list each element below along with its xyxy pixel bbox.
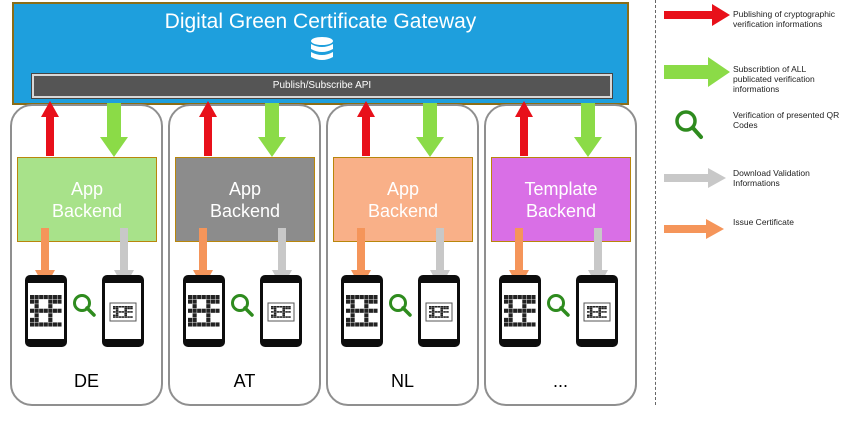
- verify-magnifier-nl: [389, 294, 407, 312]
- scan-frame-icon: [425, 302, 453, 322]
- download-arrow-nl: [430, 228, 450, 288]
- legend-gray-arrow-icon: [664, 168, 726, 188]
- legend-red-arrow-icon: [664, 4, 730, 26]
- issue-arrow-at: [193, 228, 213, 288]
- gateway-title: Digital Green Certificate Gateway: [164, 10, 477, 33]
- country-label-de: DE: [73, 371, 99, 391]
- subscribe-arrow-at: [258, 103, 286, 157]
- download-arrow-at: [272, 228, 292, 288]
- backend-label-line1: App: [386, 178, 420, 199]
- country-label-at: AT: [233, 371, 256, 391]
- country-panel-nl: [326, 104, 479, 406]
- legend-green-arrow-icon: [664, 57, 730, 87]
- legend-text-publishing: Publishing of cryptographic verification…: [733, 9, 836, 29]
- gateway-box: Digital Green Certificate Gateway Publis…: [12, 2, 629, 105]
- verify-magnifier-at: [231, 294, 249, 312]
- verify-magnifier-de: [73, 294, 91, 312]
- subscribe-arrow-de: [100, 103, 128, 157]
- subscribe-arrow-nl: [416, 103, 444, 157]
- backend-label-line2: Backend: [525, 200, 597, 221]
- download-arrow-de: [114, 228, 134, 288]
- country-panel-at: [168, 104, 321, 406]
- scan-frame-icon: [583, 302, 611, 322]
- country-panel-de: [10, 104, 163, 406]
- issue-arrow-de: [35, 228, 55, 288]
- backend-label-line2: Backend: [209, 200, 281, 221]
- publish-arrow-nl: [357, 101, 375, 156]
- legend-magnifier-icon: [675, 110, 697, 132]
- app-backend-de: App Backend: [17, 157, 157, 242]
- publish-subscribe-api-bar: Publish/Subscribe API: [31, 73, 613, 99]
- legend-divider: [655, 0, 656, 405]
- subscribe-arrow-template: [574, 103, 602, 157]
- download-arrow-template: [588, 228, 608, 288]
- legend-text-subscription: Subscribtion of ALL publicated verificat…: [733, 64, 815, 94]
- backend-label-line1: Template: [524, 178, 598, 199]
- legend-text-issue: Issue Certificate: [733, 217, 794, 227]
- backend-label-line2: Backend: [367, 200, 439, 221]
- legend-text-download: Download Validation Informations: [733, 168, 810, 188]
- app-backend-at: App Backend: [175, 157, 315, 242]
- country-label-template: ...: [552, 371, 568, 391]
- database-icon: [311, 37, 333, 60]
- country-panel-template: [484, 104, 637, 406]
- publish-arrow-template: [515, 101, 533, 156]
- country-label-nl: NL: [390, 371, 414, 391]
- legend-text-verification: Verification of presented QR Codes: [733, 110, 840, 130]
- scan-frame-icon: [109, 302, 137, 322]
- backend-label-line2: Backend: [51, 200, 123, 221]
- issue-arrow-template: [509, 228, 529, 288]
- verify-magnifier-template: [547, 294, 565, 312]
- scan-frame-icon: [267, 302, 295, 322]
- app-backend-nl: App Backend: [333, 157, 473, 242]
- backend-label-line1: App: [228, 178, 262, 199]
- publish-arrow-at: [199, 101, 217, 156]
- backend-label-line1: App: [70, 178, 104, 199]
- legend-orange-arrow-icon: [664, 219, 724, 239]
- publish-arrow-de: [41, 101, 59, 156]
- template-backend: Template Backend: [491, 157, 631, 242]
- issue-arrow-nl: [351, 228, 371, 288]
